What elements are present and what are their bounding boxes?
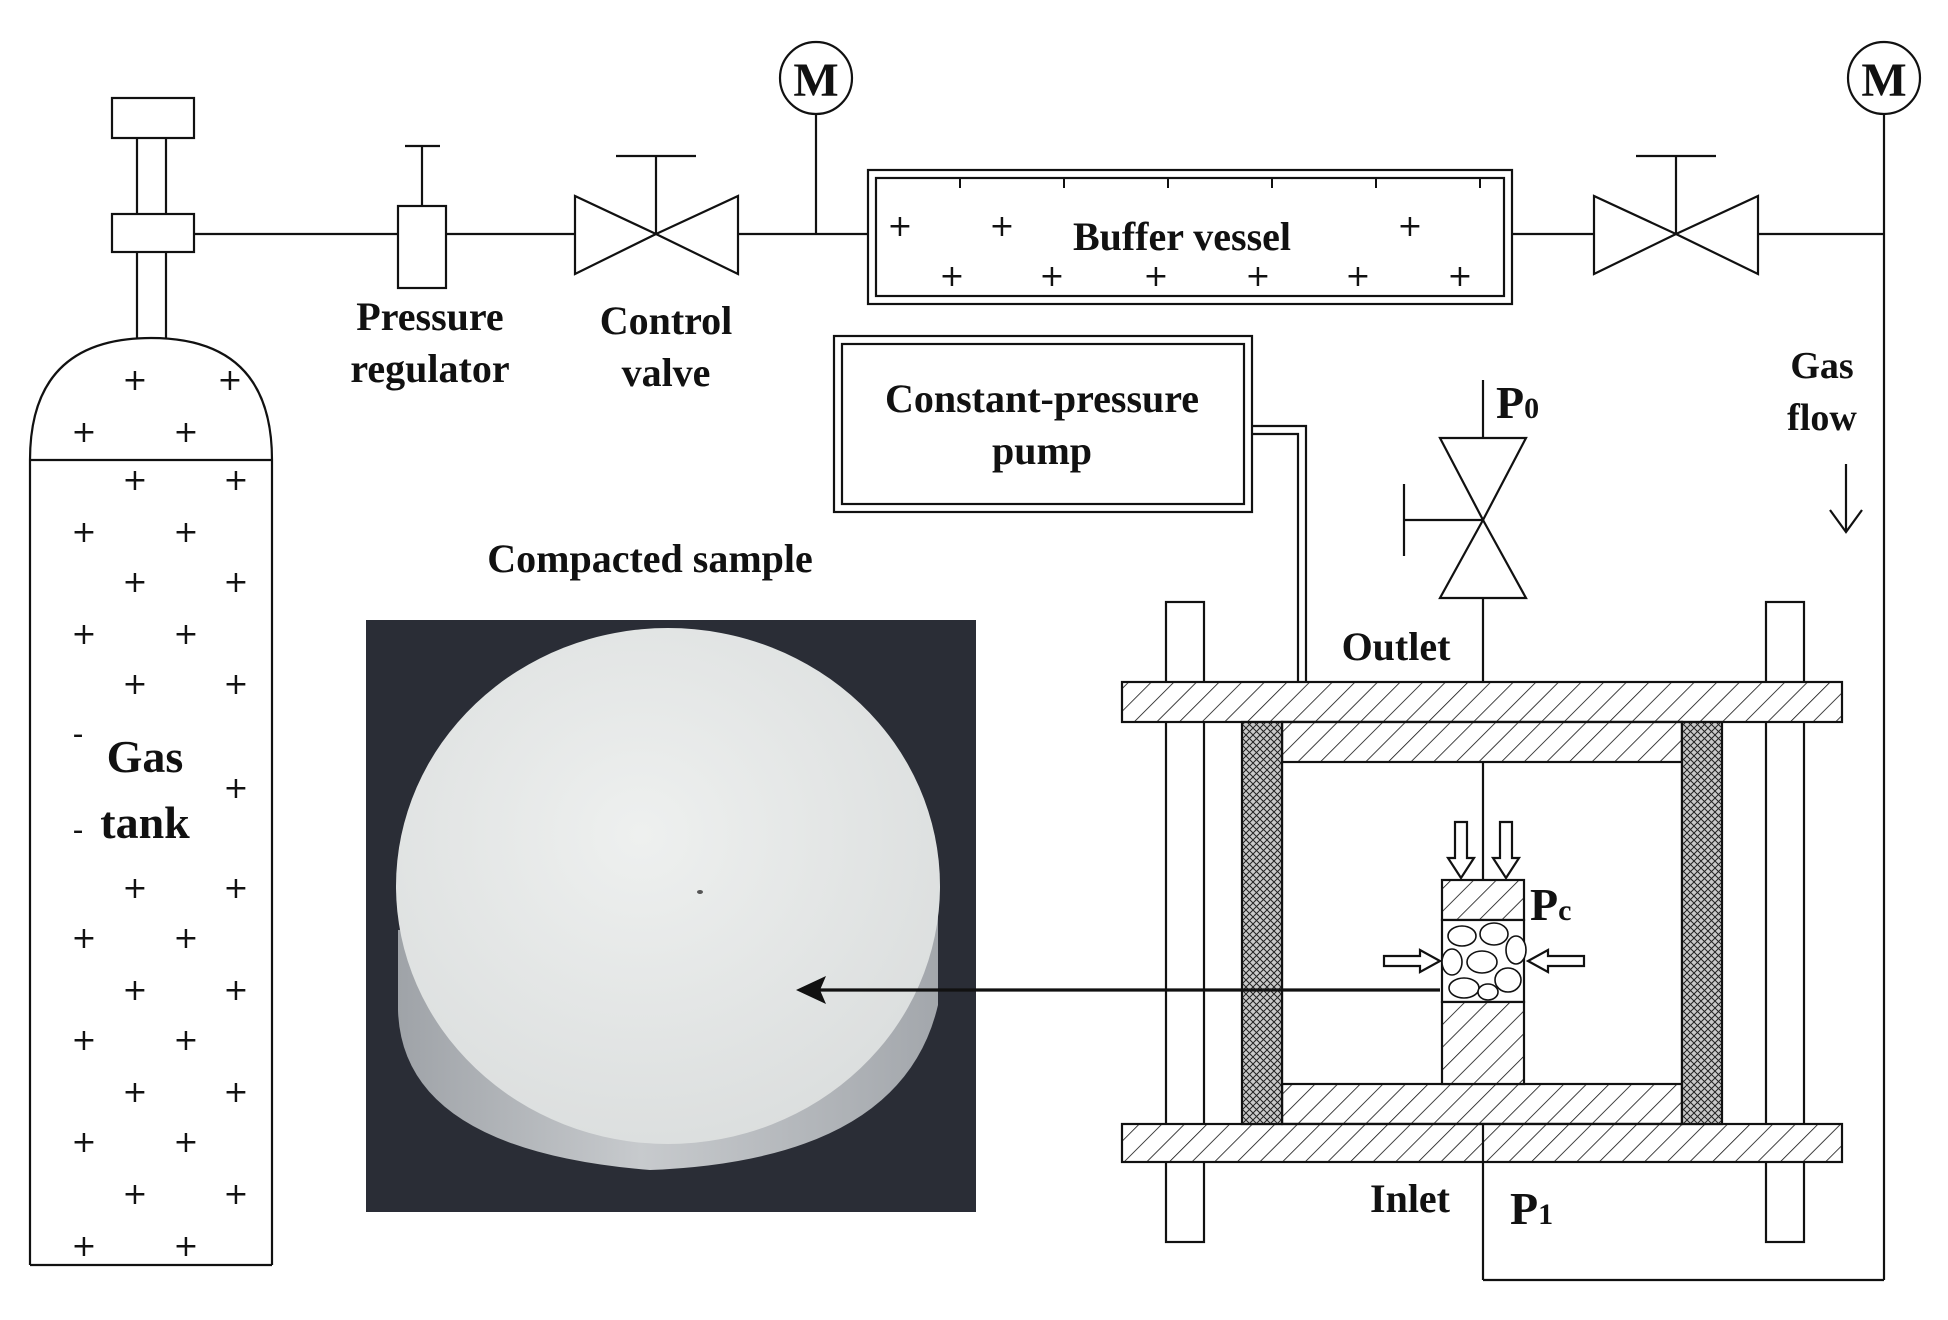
tank-plus-mark: + xyxy=(71,415,96,450)
vessel-plus-mark: + xyxy=(1245,259,1270,294)
vessel-plus-mark: + xyxy=(1345,259,1370,294)
tank-plus-mark: + xyxy=(223,667,248,702)
tank-plus-marks: + + + + + + + + + + + + + + + + + + + + + + + + + + + + + + + xyxy=(71,363,248,1264)
tank-plus-mark: + xyxy=(122,565,147,600)
tank-plus-mark: + xyxy=(223,1177,248,1212)
sample-pointer-arrow-icon xyxy=(796,976,1440,1004)
pressure-regulator-label-line1: Pressure xyxy=(356,294,503,339)
tank-dash-mark: - xyxy=(73,813,84,848)
tank-plus-mark: + xyxy=(173,1125,198,1160)
gas-tank xyxy=(28,96,274,1267)
tank-plus-mark: + xyxy=(223,871,248,906)
flow-meter-2: M xyxy=(1846,40,1922,116)
buffer-vessel xyxy=(866,168,1514,306)
vessel-plus-mark: + xyxy=(1397,209,1422,244)
tank-plus-mark: + xyxy=(71,1229,96,1264)
outlet-valve xyxy=(1402,380,1528,880)
tank-plus-mark: + xyxy=(71,921,96,956)
tank-plus-mark: + xyxy=(217,363,242,398)
flow-meter-1: M xyxy=(778,40,854,234)
gas-tank-label-line2: tank xyxy=(100,797,190,848)
test-cell xyxy=(1120,600,1844,1244)
tank-plus-mark: + xyxy=(173,515,198,550)
tank-plus-mark: + xyxy=(122,667,147,702)
sample-top-piston xyxy=(1440,878,1526,922)
gas-flow-arrow-icon xyxy=(1829,464,1863,534)
vessel-plus-mark: + xyxy=(887,209,912,244)
tank-plus-mark: + xyxy=(223,1075,248,1110)
buffer-vessel-ticks xyxy=(959,178,1481,188)
bottom-platen xyxy=(1280,1082,1684,1126)
tank-plus-mark: + xyxy=(71,515,96,550)
tank-plus-mark: + xyxy=(122,1075,147,1110)
control-valve-label-line2: valve xyxy=(622,350,711,395)
tank-plus-mark: + xyxy=(71,1023,96,1058)
tank-plus-mark: + xyxy=(122,973,147,1008)
p1-label: P1 xyxy=(1510,1183,1553,1234)
vessel-plus-mark: + xyxy=(939,259,964,294)
tank-plus-mark: + xyxy=(122,463,147,498)
tank-plus-mark: + xyxy=(173,415,198,450)
top-flange xyxy=(1120,680,1844,724)
gas-flow-label-line1: Gas xyxy=(1790,345,1853,387)
tank-plus-mark: + xyxy=(223,463,248,498)
tank-dash-marks: -- xyxy=(73,717,84,848)
tank-plus-mark: + xyxy=(223,973,248,1008)
top-platen xyxy=(1280,720,1684,764)
compacted-sample-photo xyxy=(366,620,976,1212)
pressure-regulator-label-line2: regulator xyxy=(350,346,509,391)
pump-label-line2: pump xyxy=(992,428,1092,473)
pc-label: Pc xyxy=(1530,879,1571,930)
gas-tank-label-line1: Gas xyxy=(107,731,184,782)
tank-valve-body xyxy=(110,212,196,254)
tank-plus-mark: + xyxy=(71,617,96,652)
tank-plus-mark: + xyxy=(173,1229,198,1264)
tank-dome xyxy=(28,336,274,461)
gas-flow-label-line2: flow xyxy=(1787,397,1857,439)
buffer-vessel-plus-marks: + + + + + + + + + xyxy=(887,209,1472,294)
chamber-wall-left xyxy=(1240,720,1284,1126)
vessel-plus-mark: + xyxy=(1039,259,1064,294)
tank-plus-mark: + xyxy=(71,1125,96,1160)
outlet-line-valve xyxy=(1592,154,1760,276)
outlet-label: Outlet xyxy=(1342,624,1452,669)
vessel-plus-mark: + xyxy=(1447,259,1472,294)
tank-plus-mark: + xyxy=(173,921,198,956)
pump-label-line1: Constant-pressure xyxy=(885,376,1199,421)
p0-label: P0 xyxy=(1496,377,1539,428)
constant-pressure-pump xyxy=(832,334,1254,514)
meter-2-label: M xyxy=(1861,54,1906,107)
control-valve-label-line1: Control xyxy=(600,298,733,343)
tank-valve-handle xyxy=(110,96,196,140)
tank-plus-mark: + xyxy=(173,1023,198,1058)
sample-bottom-pedestal xyxy=(1440,1000,1526,1086)
axial-pressure-arrows xyxy=(1445,820,1522,881)
tank-plus-mark: + xyxy=(173,617,198,652)
chamber-wall-right xyxy=(1680,720,1724,1126)
tank-plus-mark: + xyxy=(122,871,147,906)
sample-particles xyxy=(1441,922,1527,1001)
buffer-vessel-label: Buffer vessel xyxy=(1073,214,1291,259)
pressure-regulator xyxy=(396,144,448,290)
pump-pressure-line xyxy=(1252,424,1308,760)
tank-plus-mark: + xyxy=(223,771,248,806)
tank-dash-mark: - xyxy=(73,717,84,752)
vessel-plus-mark: + xyxy=(1143,259,1168,294)
vessel-plus-mark: + xyxy=(989,209,1014,244)
inlet-label: Inlet xyxy=(1370,1176,1451,1221)
compacted-sample-label: Compacted sample xyxy=(487,536,813,581)
tank-plus-mark: + xyxy=(122,363,147,398)
control-valve xyxy=(573,154,740,276)
radial-pressure-arrows xyxy=(1382,948,1586,974)
meter-1-label: M xyxy=(793,54,838,107)
main-gas-line xyxy=(194,113,1886,1282)
tank-plus-mark: + xyxy=(122,1177,147,1212)
tank-plus-mark: + xyxy=(223,565,248,600)
